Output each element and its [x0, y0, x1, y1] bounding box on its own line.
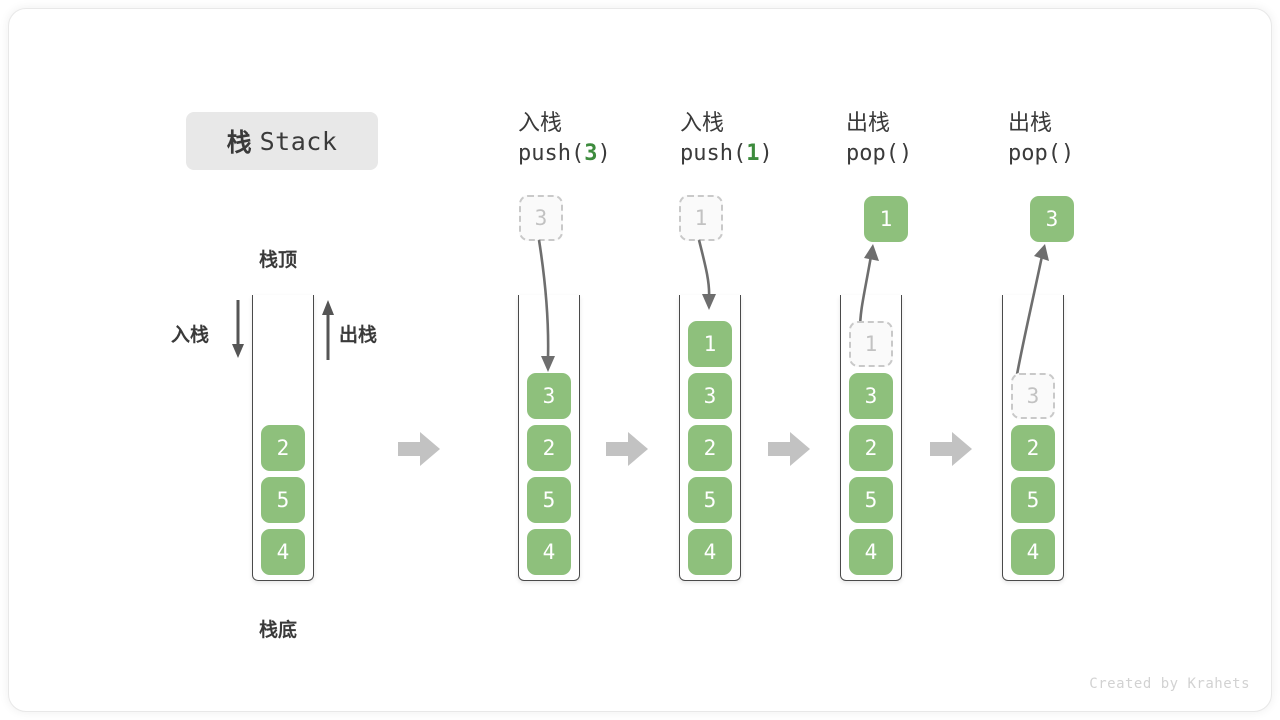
stack-box: 4	[261, 529, 305, 575]
stack-wall	[518, 295, 580, 581]
stack-wall	[840, 295, 902, 581]
title-en: Stack	[259, 126, 338, 156]
code-prefix: pop(	[1008, 141, 1061, 166]
code-arg: 3	[584, 141, 598, 166]
stack-box: 5	[527, 477, 571, 523]
stack-box-ghost: 3	[1011, 373, 1055, 419]
stack-box: 5	[849, 477, 893, 523]
stack-wall	[679, 295, 741, 581]
caption-code: pop()	[1008, 138, 1074, 170]
stack-box: 3	[688, 373, 732, 419]
stage-arrow-1	[398, 432, 440, 466]
push-direction-label: 入栈	[171, 325, 210, 346]
floating-box-pop-1: 1	[864, 196, 908, 242]
code-suffix: )	[597, 141, 611, 166]
stage-arrow-3	[768, 432, 810, 466]
floating-box-push-3: 3	[519, 195, 563, 241]
push-direction-arrow	[230, 300, 246, 360]
code-prefix: push(	[518, 141, 585, 166]
stage-arrow-2	[606, 432, 648, 466]
pop-direction-arrow	[320, 300, 336, 360]
title-badge: 栈 Stack	[186, 112, 378, 170]
caption-cn: 出栈	[1008, 110, 1053, 135]
stack-items-initial: 4 5 2	[252, 425, 314, 575]
code-suffix: )	[759, 141, 773, 166]
code-suffix: )	[1060, 141, 1075, 166]
floating-box-pop-3: 3	[1030, 196, 1074, 242]
stack-wall	[252, 295, 314, 581]
stack-pop-1: 4 5 2 3 1	[840, 295, 902, 581]
stack-box: 5	[1011, 477, 1055, 523]
caption-pop-1: 出栈 pop()	[846, 108, 912, 170]
code-prefix: push(	[680, 141, 747, 166]
stack-wall	[1002, 295, 1064, 581]
stack-box: 2	[849, 425, 893, 471]
stack-box: 4	[1011, 529, 1055, 575]
credit-text: Created by Krahets	[1089, 676, 1250, 692]
caption-code: pop()	[846, 138, 912, 170]
stack-box: 4	[527, 529, 571, 575]
stack-box: 5	[261, 477, 305, 523]
stack-box: 2	[527, 425, 571, 471]
title-cn: 栈	[226, 129, 252, 157]
pop-direction-label: 出栈	[339, 325, 378, 346]
stack-box: 3	[527, 373, 571, 419]
stage-arrow-4	[930, 432, 972, 466]
floating-box-push-1: 1	[679, 195, 723, 241]
caption-push-1: 入栈 push(1)	[680, 108, 773, 170]
stack-push-3: 4 5 2 3	[518, 295, 580, 581]
stack-box-ghost: 1	[849, 321, 893, 367]
stack-initial: 4 5 2	[252, 295, 314, 581]
stack-box: 4	[849, 529, 893, 575]
stack-box: 1	[688, 321, 732, 367]
stack-bottom-label: 栈底	[259, 620, 298, 641]
stack-box: 3	[849, 373, 893, 419]
stack-push-1: 4 5 2 3 1	[679, 295, 741, 581]
caption-cn: 入栈	[680, 110, 725, 135]
stack-box: 2	[688, 425, 732, 471]
caption-cn: 入栈	[518, 110, 563, 135]
stack-box: 2	[1011, 425, 1055, 471]
caption-code: push(1)	[680, 138, 773, 170]
code-suffix: )	[898, 141, 913, 166]
caption-push-3: 入栈 push(3)	[518, 108, 611, 170]
stack-items-pop-1: 4 5 2 3 1	[840, 321, 902, 575]
caption-cn: 出栈	[846, 110, 891, 135]
caption-code: push(3)	[518, 138, 611, 170]
stack-pop-3: 4 5 2 3	[1002, 295, 1064, 581]
stack-top-label: 栈顶	[259, 250, 298, 271]
stack-box: 2	[261, 425, 305, 471]
stack-items-push-3: 4 5 2 3	[518, 373, 580, 575]
stack-items-push-1: 4 5 2 3 1	[679, 321, 741, 575]
code-prefix: pop(	[846, 141, 899, 166]
stack-box: 5	[688, 477, 732, 523]
stack-box: 4	[688, 529, 732, 575]
stack-items-pop-3: 4 5 2 3	[1002, 373, 1064, 575]
caption-pop-3: 出栈 pop()	[1008, 108, 1074, 170]
code-arg: 1	[746, 141, 760, 166]
